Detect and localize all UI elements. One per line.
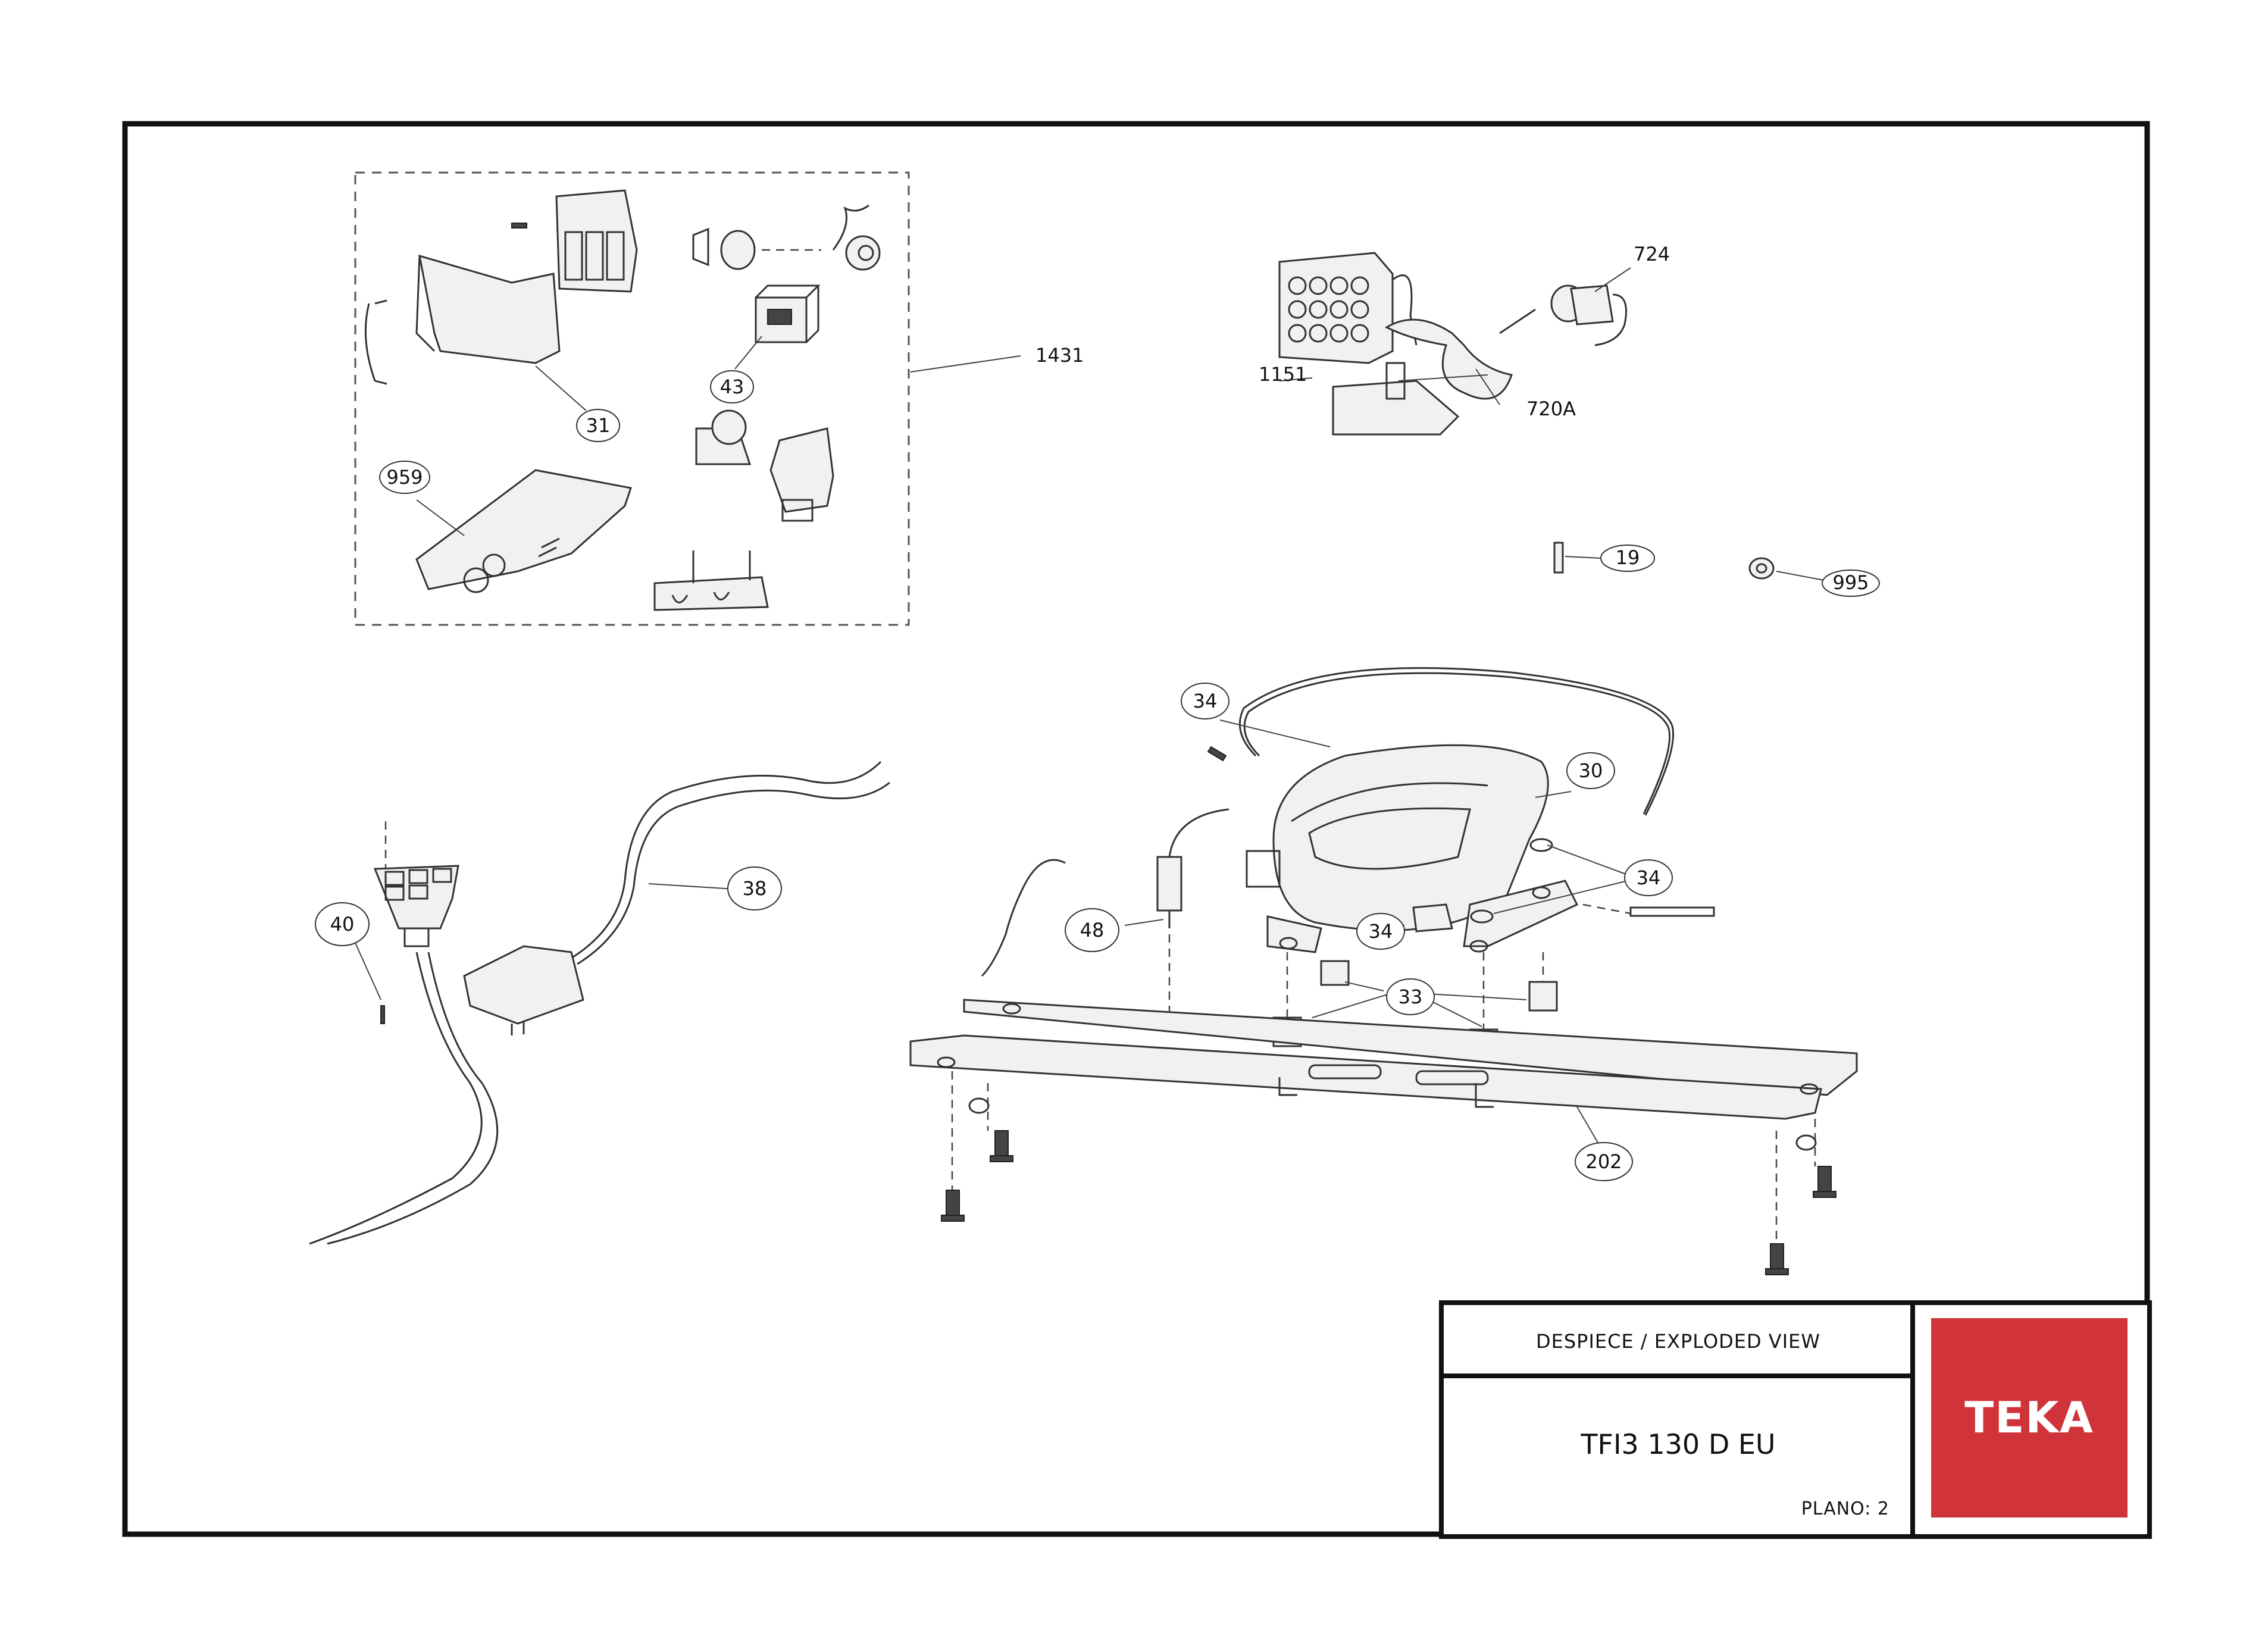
callout-fan-motor: 724 <box>1634 243 1670 265</box>
compressor-assembly <box>981 667 1715 1059</box>
callout-grommets: 33 <box>1399 985 1423 1008</box>
fan-motor-part <box>1499 284 1627 346</box>
cover-part <box>364 254 561 385</box>
title-block-row-line <box>1439 1373 1915 1378</box>
brand-logo: TEKA <box>1931 1318 2128 1518</box>
callout-lamp-holder: 40 <box>330 913 355 935</box>
knob-part <box>692 204 881 271</box>
bracket-part <box>415 469 632 593</box>
callout-base-plate: 202 <box>1585 1150 1622 1173</box>
callout-thermostat: 43 <box>720 376 744 398</box>
brand-logo-text: TEKA <box>1964 1393 2094 1443</box>
power-cord-part <box>309 761 890 1245</box>
callout-filter: 48 <box>1080 919 1105 941</box>
callout-bracket: 959 <box>386 466 423 489</box>
evaporator-assembly <box>1278 252 1631 436</box>
terminal-block-part <box>511 189 638 293</box>
base-plate-part <box>909 999 1858 1275</box>
callout-cover: 31 <box>586 414 611 437</box>
model-name: TFI3 130 D EU <box>1581 1428 1776 1460</box>
callout-bushing: 995 <box>1832 571 1869 594</box>
title-block-divider <box>1910 1300 1915 1534</box>
filter-part <box>1156 808 1229 928</box>
callout-clip-front: 34 <box>1369 920 1393 943</box>
clamp-part <box>653 550 769 611</box>
relay-kit-group <box>354 171 1021 626</box>
bushing-part <box>1748 557 1825 581</box>
callout-relay-kit: 1431 <box>1035 344 1084 367</box>
drawing-frame <box>122 121 2150 1537</box>
screw-parts <box>941 1071 1836 1275</box>
callout-fan-blade: 720A <box>1526 398 1576 420</box>
callout-clip-right: 34 <box>1637 866 1661 889</box>
callout-power-cord: 38 <box>743 877 767 900</box>
sheet-number: PLANO: 2 <box>1801 1498 1889 1519</box>
callout-clip-top: 34 <box>1193 690 1218 712</box>
thermostat-part <box>755 284 821 343</box>
callout-evaporator: 1151 <box>1259 363 1307 386</box>
callout-compressor: 30 <box>1579 759 1603 782</box>
callout-pin: 19 <box>1616 546 1640 569</box>
kit-dashed-box <box>354 171 910 626</box>
drawing-heading: DESPIECE / EXPLODED VIEW <box>1536 1330 1820 1353</box>
callouts: 1431 31 43 959 1151 724 720A 19 995 38 4… <box>315 243 1880 1181</box>
pin-part <box>1553 542 1601 574</box>
relay-part <box>695 409 834 522</box>
lamp-holder-part <box>353 821 459 1024</box>
